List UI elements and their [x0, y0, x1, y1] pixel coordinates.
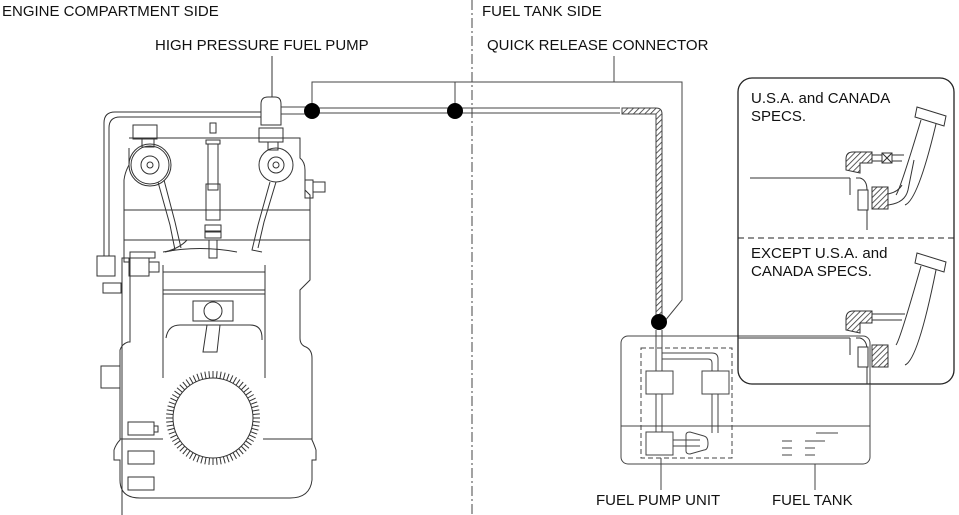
- hatched-fuel-pipe: [621, 107, 663, 321]
- gear-tooth: [172, 394, 179, 399]
- gear-tooth: [245, 390, 252, 396]
- usa-canada-specs-label: U.S.A. and CANADA SPECS.: [751, 90, 890, 126]
- gear-tooth: [232, 377, 237, 384]
- gear-tooth: [229, 454, 234, 461]
- gear-tooth: [229, 375, 234, 382]
- gear-tooth: [252, 424, 260, 427]
- gear-tooth: [243, 443, 250, 449]
- gear-tooth: [182, 448, 188, 455]
- gear-tooth: [196, 373, 200, 381]
- gear-tooth: [179, 445, 186, 452]
- gear-tooth: [166, 413, 174, 416]
- gear-tooth: [247, 394, 254, 399]
- gear-tooth: [226, 373, 230, 381]
- gear-tooth: [240, 445, 247, 452]
- gear-tooth: [208, 457, 211, 465]
- quick-connector-dot-2: [447, 103, 463, 119]
- gear-tooth: [232, 452, 237, 459]
- usa-canada-specs-line2: SPECS.: [751, 108, 807, 125]
- engine: [96, 111, 326, 515]
- gear-tooth: [219, 457, 222, 465]
- crankshaft-gear-teeth: [166, 371, 260, 465]
- gear-tooth: [174, 440, 181, 446]
- gear-tooth: [176, 387, 183, 393]
- gear-tooth: [200, 456, 204, 464]
- gear-tooth: [240, 384, 247, 391]
- gear-tooth: [238, 448, 244, 455]
- gear-tooth: [245, 440, 252, 446]
- gear-tooth: [252, 413, 260, 416]
- gear-tooth: [222, 372, 226, 380]
- gear-tooth: [252, 420, 260, 423]
- gear-tooth: [185, 450, 191, 457]
- gear-tooth: [182, 381, 188, 388]
- gear-tooth: [179, 384, 186, 391]
- gear-tooth: [249, 397, 256, 402]
- except-usa-canada-specs-line2: CANADA SPECS.: [751, 263, 872, 280]
- gear-tooth: [208, 371, 211, 379]
- high-pressure-fuel-pump: [260, 56, 282, 126]
- gear-tooth: [174, 390, 181, 396]
- gear-tooth: [222, 456, 226, 464]
- gear-tooth: [235, 450, 241, 457]
- gear-tooth: [247, 437, 254, 442]
- gear-tooth: [235, 379, 241, 386]
- gear-tooth: [170, 397, 177, 402]
- gear-tooth: [192, 454, 197, 461]
- usa-canada-fitting: [750, 106, 947, 230]
- gear-tooth: [238, 381, 244, 388]
- engine-compartment-side-label: ENGINE COMPARTMENT SIDE: [2, 3, 219, 20]
- gear-tooth: [185, 379, 191, 386]
- gear-tooth: [166, 424, 174, 427]
- gear-tooth: [251, 405, 259, 409]
- gear-tooth: [243, 387, 250, 393]
- gear-tooth: [189, 452, 194, 459]
- except-usa-canada-fitting: [738, 252, 947, 395]
- gear-tooth: [196, 455, 200, 463]
- gear-tooth: [250, 401, 258, 405]
- fuel-line: [281, 56, 683, 323]
- gear-tooth: [226, 455, 230, 463]
- gear-tooth: [200, 372, 204, 380]
- fuel-pump-unit-label: FUEL PUMP UNIT: [596, 492, 721, 509]
- gear-tooth: [215, 457, 218, 465]
- gear-tooth: [251, 427, 259, 431]
- gear-tooth: [215, 371, 218, 379]
- gear-tooth: [172, 437, 179, 442]
- gear-tooth: [167, 427, 175, 431]
- usa-canada-specs-line1: U.S.A. and CANADA: [751, 90, 891, 107]
- gear-tooth: [166, 409, 174, 412]
- gear-tooth: [176, 443, 183, 449]
- gear-tooth: [250, 431, 258, 435]
- gear-tooth: [189, 377, 194, 384]
- gear-tooth: [167, 405, 175, 409]
- gear-tooth: [249, 434, 256, 439]
- except-usa-canada-specs-line1: EXCEPT U.S.A. and: [751, 245, 888, 262]
- gear-tooth: [192, 375, 197, 382]
- except-usa-canada-specs-label: EXCEPT U.S.A. and CANADA SPECS.: [751, 245, 887, 281]
- spec-inset-box: [737, 77, 955, 385]
- quick-release-connector-label: QUICK RELEASE CONNECTOR: [487, 37, 709, 54]
- gear-tooth: [166, 420, 174, 423]
- gear-tooth: [168, 401, 176, 405]
- gear-tooth: [219, 371, 222, 379]
- fuel-tank-label: FUEL TANK: [772, 492, 853, 509]
- gear-tooth: [204, 371, 207, 379]
- gear-tooth: [168, 431, 176, 435]
- quick-connector-dot-3: [651, 314, 667, 330]
- fuel-tank-side-label: FUEL TANK SIDE: [482, 3, 602, 20]
- gear-tooth: [204, 457, 207, 465]
- gear-tooth: [170, 434, 177, 439]
- fuel-pump-unit: [640, 330, 733, 490]
- fuel-tank: [620, 335, 871, 490]
- quick-connector-dot-1: [304, 103, 320, 119]
- high-pressure-fuel-pump-label: HIGH PRESSURE FUEL PUMP: [155, 37, 369, 54]
- gear-tooth: [252, 409, 260, 412]
